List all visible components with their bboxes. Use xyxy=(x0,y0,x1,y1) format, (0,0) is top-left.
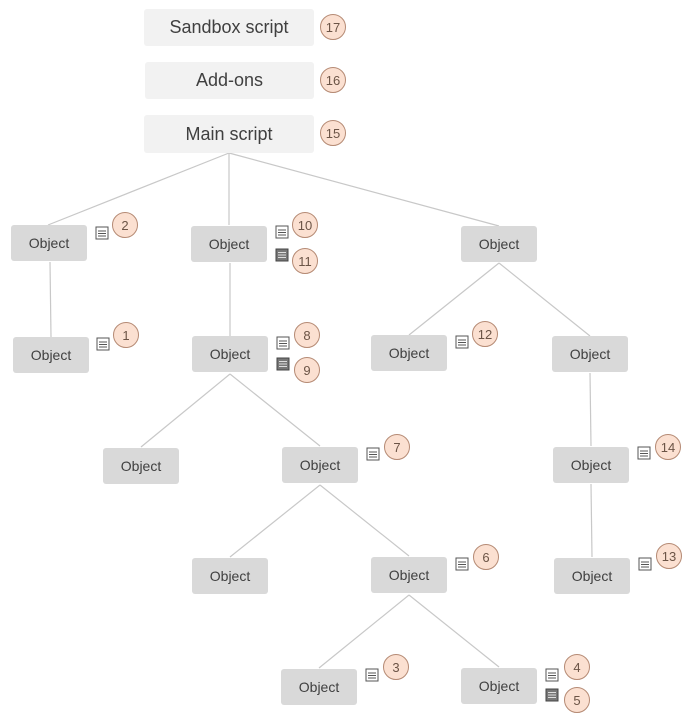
badge-17: 17 xyxy=(320,14,346,40)
script-doc-icon xyxy=(95,226,109,240)
edge-left-to-leaf xyxy=(49,261,52,338)
script-doc-icon xyxy=(638,557,652,571)
script-doc-icon xyxy=(365,668,379,682)
script-doc-icon xyxy=(637,446,651,460)
edge-r3-to-r4 xyxy=(590,483,593,558)
badge-13: 13 xyxy=(656,543,682,569)
object-node-right-l3[interactable]: Object xyxy=(553,447,629,483)
addons-label: Add-ons xyxy=(195,70,264,90)
badge-11: 11 xyxy=(292,248,318,274)
edge-main-to-right xyxy=(228,152,500,227)
object-node-center-l4[interactable]: Object xyxy=(371,557,447,593)
object-node-center-mid[interactable]: Object xyxy=(192,336,268,372)
object-node-right[interactable]: Object xyxy=(461,226,537,262)
badge-14: 14 xyxy=(655,434,681,460)
badge-16: 16 xyxy=(320,67,346,93)
grid-doc-icon xyxy=(276,357,290,371)
edge-right-to-left xyxy=(408,262,500,336)
badge-7: 7 xyxy=(384,434,410,460)
edge-l4-to-left xyxy=(318,594,410,669)
badge-9: 9 xyxy=(294,357,320,383)
script-doc-icon xyxy=(275,225,289,239)
grid-doc-icon xyxy=(545,688,559,702)
grid-doc-icon xyxy=(275,248,289,262)
badge-5: 5 xyxy=(564,687,590,713)
main-script-label: Main script xyxy=(185,123,273,144)
edge-main-to-left xyxy=(47,152,230,226)
script-doc-icon xyxy=(366,447,380,461)
addons-box[interactable]: Add-ons xyxy=(145,62,314,99)
badge-6: 6 xyxy=(473,544,499,570)
badge-1: 1 xyxy=(113,322,139,348)
object-node-center-l4-left[interactable]: Object xyxy=(281,669,357,705)
object-node-right-left[interactable]: Object xyxy=(371,335,447,371)
edge-mid-to-right xyxy=(229,373,321,447)
sandbox-script-box[interactable]: Sandbox script xyxy=(144,9,314,46)
script-doc-icon xyxy=(455,557,469,571)
object-node-center-l3-leaf[interactable]: Object xyxy=(192,558,268,594)
edge-r2-to-r3 xyxy=(589,372,592,447)
edge-l4-to-right xyxy=(408,594,500,668)
badge-4: 4 xyxy=(564,654,590,680)
script-doc-icon xyxy=(455,335,469,349)
object-node-right-right[interactable]: Object xyxy=(552,336,628,372)
badge-2: 2 xyxy=(112,212,138,238)
object-node-center-l3[interactable]: Object xyxy=(282,447,358,483)
edge-l3-to-right xyxy=(319,484,410,557)
object-node-center[interactable]: Object xyxy=(191,226,267,262)
badge-12: 12 xyxy=(472,321,498,347)
edge-l3-to-left xyxy=(229,484,321,558)
object-node-right-l4[interactable]: Object xyxy=(554,558,630,594)
main-script-box[interactable]: Main script xyxy=(144,115,314,153)
edge-right-to-right xyxy=(498,262,591,337)
edge-mid-to-left xyxy=(140,373,231,448)
badge-8: 8 xyxy=(294,322,320,348)
badge-15: 15 xyxy=(320,120,346,146)
sandbox-script-label: Sandbox script xyxy=(169,17,289,37)
script-doc-icon xyxy=(96,337,110,351)
script-doc-icon xyxy=(276,336,290,350)
badge-10: 10 xyxy=(292,212,318,238)
object-node-left-leaf[interactable]: Object xyxy=(13,337,89,373)
script-doc-icon xyxy=(545,668,559,682)
object-node-center-l4-right[interactable]: Object xyxy=(461,668,537,704)
object-node-left[interactable]: Object xyxy=(11,225,87,261)
badge-3: 3 xyxy=(383,654,409,680)
object-node-center-leaf[interactable]: Object xyxy=(103,448,179,484)
